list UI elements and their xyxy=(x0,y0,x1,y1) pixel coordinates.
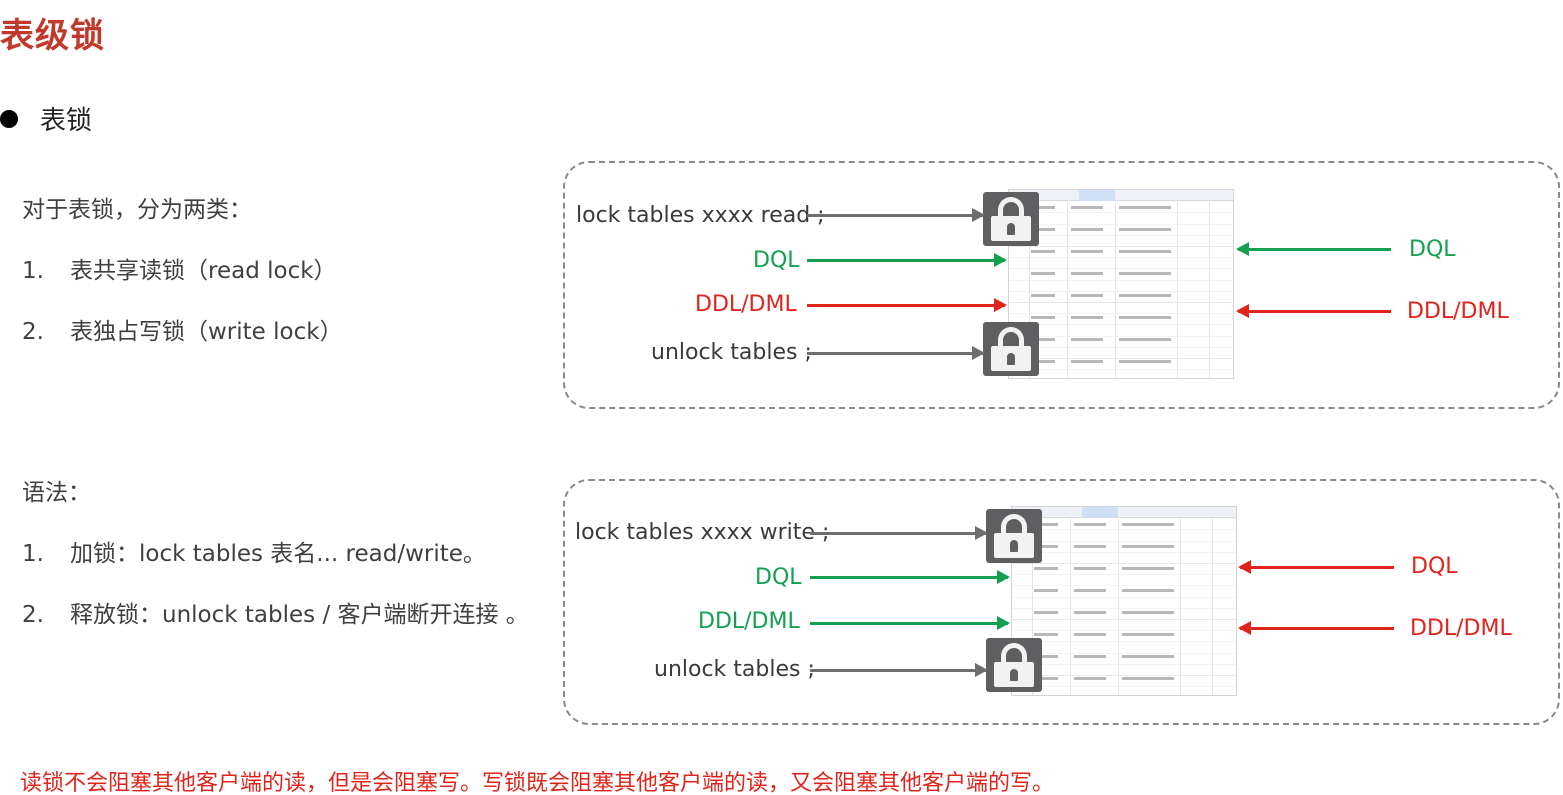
write-dql-label: DQL xyxy=(755,565,802,590)
read-ddl-arrow xyxy=(807,298,1007,312)
read-lock-arrow xyxy=(807,208,985,222)
intro-heading: 对于表锁，分为两类： xyxy=(22,197,252,223)
write-other-ddl-arrow xyxy=(1238,621,1394,635)
write-ddl-label: DDL/DML xyxy=(698,609,800,634)
read-lock-command: lock tables xxxx read ; xyxy=(576,203,825,228)
read-lock-panel xyxy=(563,161,1560,409)
write-table-thumbnail xyxy=(1011,506,1237,696)
write-lock-arrow xyxy=(810,526,988,540)
syntax-item-1-text: 加锁：lock tables 表名... read/write。 xyxy=(70,541,486,567)
intro-item-2: 2. 表独占写锁（write lock） xyxy=(22,312,343,346)
section-heading: 表锁 xyxy=(40,106,93,136)
read-dql-label: DQL xyxy=(753,248,800,273)
read-table-thumbnail xyxy=(1008,189,1234,379)
unlock-lock-icon xyxy=(986,638,1042,692)
write-unlock-command: unlock tables ; xyxy=(654,657,815,682)
write-other-ddl-label: DDL/DML xyxy=(1410,616,1512,641)
page-title: 表级锁 xyxy=(0,16,105,56)
summary-note: 读锁不会阻塞其他客户端的读，但是会阻塞写。写锁既会阻塞其他客户端的读，又会阻塞其… xyxy=(20,771,1055,795)
read-other-dql-label: DQL xyxy=(1409,237,1456,262)
lock-icon xyxy=(986,509,1042,563)
intro-item-1-text: 表共享读锁（read lock） xyxy=(70,258,337,284)
syntax-item-2-num: 2. xyxy=(22,602,44,628)
syntax-heading: 语法： xyxy=(22,480,91,506)
write-lock-panel xyxy=(563,479,1560,725)
write-unlock-arrow xyxy=(810,663,988,677)
read-ddl-label: DDL/DML xyxy=(695,292,797,317)
syntax-item-1: 1. 加锁：lock tables 表名... read/write。 xyxy=(22,534,486,568)
syntax-item-2: 2. 释放锁：unlock tables / 客户端断开连接 。 xyxy=(22,595,529,629)
syntax-item-1-num: 1. xyxy=(22,541,44,567)
write-other-dql-arrow xyxy=(1238,560,1394,574)
read-dql-arrow xyxy=(807,253,1007,267)
read-other-ddl-label: DDL/DML xyxy=(1407,299,1509,324)
write-lock-command: lock tables xxxx write ; xyxy=(575,520,830,545)
intro-item-2-text: 表独占写锁（write lock） xyxy=(70,319,343,345)
lock-icon xyxy=(983,192,1039,246)
read-unlock-command: unlock tables ; xyxy=(651,340,812,365)
write-other-dql-label: DQL xyxy=(1411,554,1458,579)
read-other-dql-arrow xyxy=(1236,242,1391,256)
bullet-dot-icon xyxy=(0,109,18,128)
write-ddl-arrow xyxy=(810,616,1010,630)
section-bullet: 表锁 xyxy=(0,100,92,137)
syntax-item-2-text: 释放锁：unlock tables / 客户端断开连接 。 xyxy=(70,602,529,628)
intro-item-2-num: 2. xyxy=(22,319,44,345)
intro-item-1-num: 1. xyxy=(22,258,44,284)
intro-item-1: 1. 表共享读锁（read lock） xyxy=(22,251,337,285)
read-unlock-arrow xyxy=(807,346,985,360)
unlock-lock-icon xyxy=(983,322,1039,376)
read-other-ddl-arrow xyxy=(1236,304,1391,318)
write-dql-arrow xyxy=(810,570,1010,584)
